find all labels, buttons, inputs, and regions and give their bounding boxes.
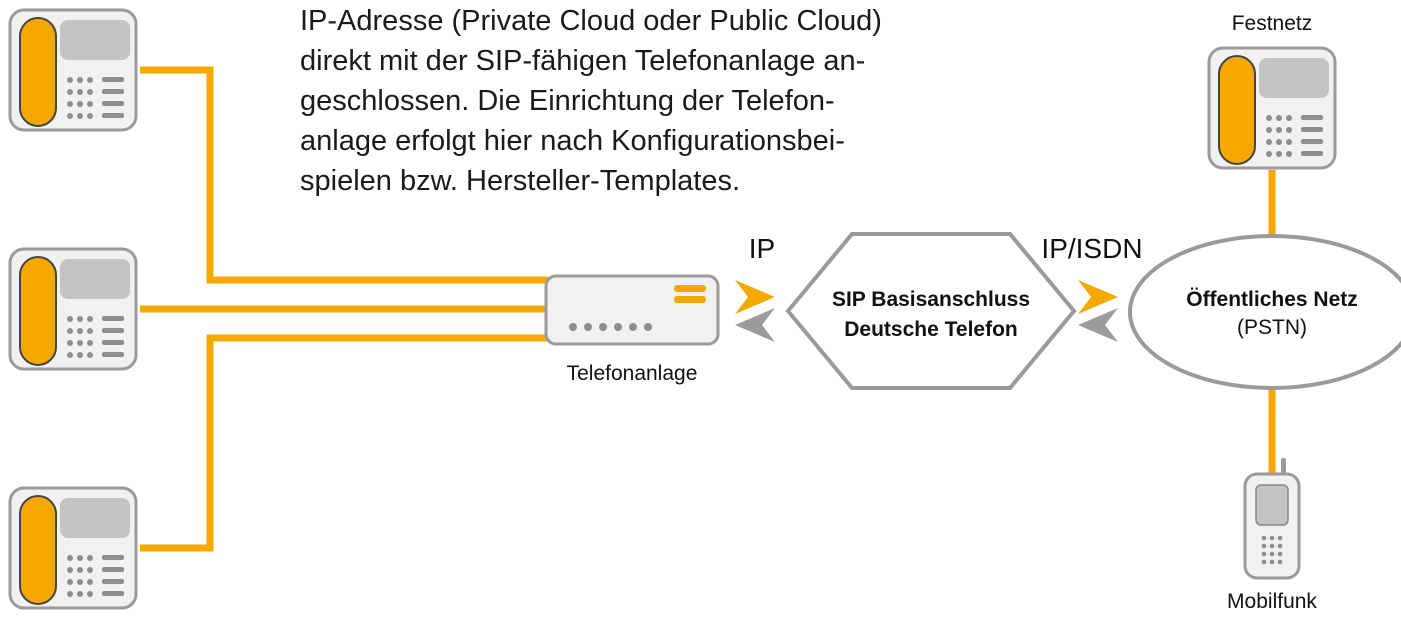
pbx-device-icon (544, 274, 720, 346)
direction-arrow-icon (1078, 308, 1118, 342)
landline-label: Festnetz (1232, 12, 1313, 35)
description-line: direkt mit der SIP-fähigen Telefonanlage… (300, 45, 865, 77)
description-text: IP-Adresse (Private Cloud oder Public Cl… (300, 5, 882, 197)
description-line: spielen bzw. Hersteller-Templates. (300, 165, 740, 197)
sip-node-subtitle: Deutsche Telefon (844, 318, 1017, 341)
mobile-label: Mobilfunk (1227, 590, 1317, 613)
description-line: geschlossen. Die Einrichtung der Telefon… (300, 85, 835, 117)
direction-arrow-icon (1078, 280, 1118, 314)
link-ip-isdn-label: IP/ISDN (1041, 233, 1142, 264)
sip-basisanschluss-node: SIP Basisanschluss Deutsche Telefon (785, 232, 1077, 390)
description-line: IP-Adresse (Private Cloud oder Public Cl… (300, 5, 882, 37)
direction-arrow-icon (735, 308, 775, 342)
desk-phone-icon (8, 247, 138, 371)
direction-arrow-icon (735, 280, 775, 314)
pstn-node: Öffentliches Netz (PSTN) (1128, 234, 1401, 390)
pstn-node-subtitle: (PSTN) (1237, 316, 1307, 339)
connector-phone-1 (140, 66, 548, 284)
description-line: anlage erfolgt hier nach Konfigurationsb… (300, 125, 845, 157)
connector-phone-3 (140, 334, 548, 552)
connector-lines (140, 66, 1276, 552)
sip-node-title: SIP Basisanschluss (832, 288, 1030, 311)
link-ip-label: IP (749, 233, 775, 264)
pbx-label: Telefonanlage (567, 362, 698, 385)
desk-phone-icon (8, 8, 138, 132)
desk-phone-icon (1207, 46, 1337, 170)
pstn-node-title: Öffentliches Netz (1186, 288, 1358, 311)
mobile-phone-icon (1243, 458, 1301, 580)
desk-phone-icon (8, 486, 138, 610)
